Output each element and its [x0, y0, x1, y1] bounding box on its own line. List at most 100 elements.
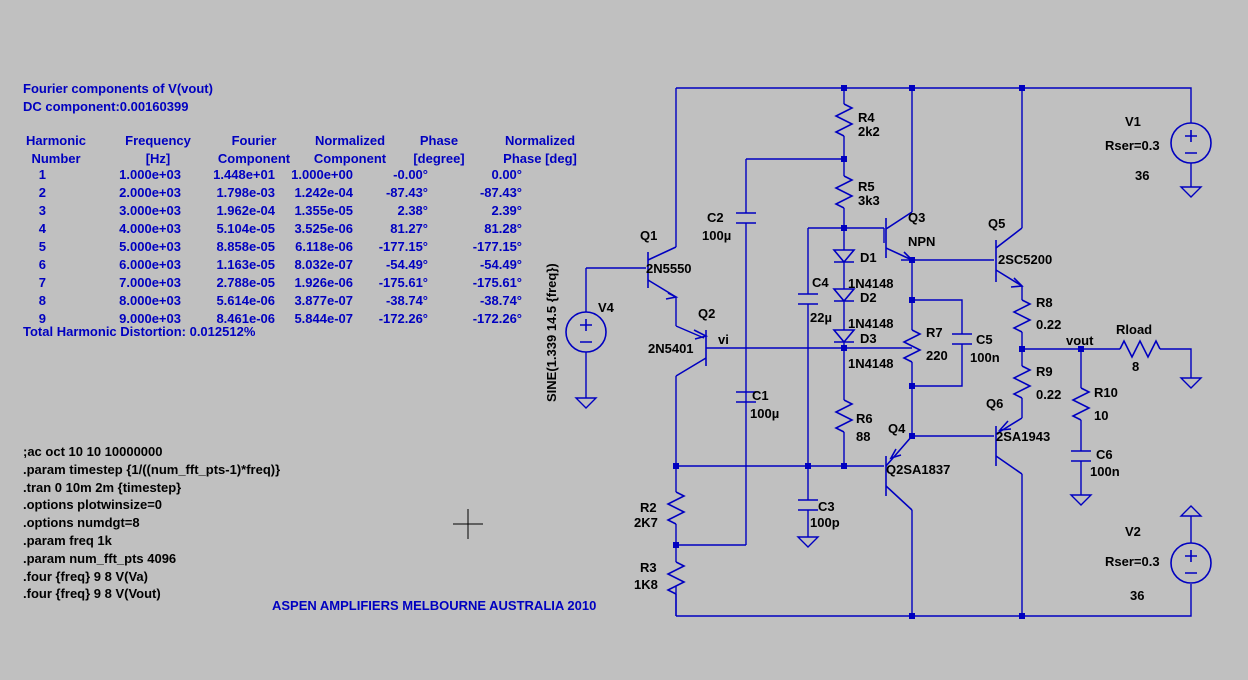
table-header: Normalized: [504, 133, 576, 148]
v2-rser: Rser=0.3: [1105, 554, 1160, 569]
r6-resistor[interactable]: [834, 399, 854, 466]
q6-type: 2SA1943: [996, 429, 1050, 444]
table-cell: 3.000e+03: [119, 203, 181, 218]
r9-resistor[interactable]: [1012, 365, 1032, 418]
c2-value: 100µ: [702, 228, 731, 243]
vout-node[interactable]: [1022, 339, 1203, 389]
r10-label: R10: [1094, 385, 1118, 400]
table-cell: 6: [38, 257, 46, 272]
c5-label: C5: [976, 332, 993, 347]
credit-text: ASPEN AMPLIFIERS MELBOURNE AUSTRALIA 201…: [272, 598, 597, 613]
table-cell: 7.000e+03: [119, 275, 181, 290]
r7-resistor[interactable]: [902, 299, 963, 436]
v1-value: 36: [1135, 168, 1149, 183]
r8-value: 0.22: [1036, 317, 1061, 332]
spice-directive-line[interactable]: .options plotwinsize=0: [23, 497, 163, 513]
c3-capacitor[interactable]: [796, 466, 820, 548]
q6-transistor[interactable]: [912, 417, 1023, 616]
r8-label: R8: [1036, 295, 1053, 310]
table-cell: 1.000e+00: [291, 167, 353, 182]
table-cell: -177.15°: [472, 239, 522, 254]
c1-capacitor[interactable]: [736, 391, 756, 403]
q4-type: Q2SA1837: [886, 462, 950, 477]
spice-directive-line[interactable]: .four {freq} 9 8 V(Vout): [23, 586, 161, 602]
r8-resistor[interactable]: [1012, 299, 1032, 366]
table-cell: 4: [38, 221, 46, 236]
c6-capacitor[interactable]: [1069, 450, 1093, 506]
c1-value: 100µ: [750, 406, 779, 421]
table-cell: 2: [38, 185, 46, 200]
table-cell: 1.926e-06: [294, 275, 353, 290]
spice-directive-line[interactable]: .four {freq} 9 8 V(Va): [23, 568, 148, 584]
q5-transistor[interactable]: [912, 88, 1024, 300]
r10-value: 10: [1094, 408, 1108, 423]
c3-value: 100p: [810, 515, 840, 530]
table-cell: 9.000e+03: [119, 311, 181, 326]
spice-directive-line[interactable]: .options numdgt=8: [23, 515, 140, 531]
v4-label: V4: [598, 300, 615, 315]
r4-resistor[interactable]: [834, 88, 854, 176]
q1-type: 2N5550: [646, 261, 692, 276]
fourier-dc-component: DC component:0.00160399: [23, 99, 189, 114]
r9-label: R9: [1036, 364, 1053, 379]
r4-value: 2k2: [858, 124, 880, 139]
d3-label: D3: [860, 331, 877, 346]
r4-label: R4: [858, 110, 875, 125]
r2-resistor[interactable]: [666, 466, 746, 562]
q3-transistor[interactable]: [883, 88, 914, 300]
v2-voltage-source[interactable]: [1170, 505, 1212, 584]
rload-value: 8: [1132, 359, 1139, 374]
r7-label: R7: [926, 325, 943, 340]
table-cell: -38.74°: [479, 293, 522, 308]
q3-label: Q3: [908, 210, 925, 225]
v4-sine-spec: SINE(1.339 14.5 {freq}): [544, 263, 559, 402]
spice-directive-line[interactable]: .param num_fft_pts 4096: [23, 550, 177, 566]
r5-resistor[interactable]: [834, 175, 854, 228]
table-header: Component: [217, 151, 291, 166]
d2-label: D2: [860, 290, 877, 305]
table-header: Number: [31, 151, 81, 166]
table-header: Fourier: [231, 133, 277, 148]
q1-label: Q1: [640, 228, 657, 243]
v1-rser: Rser=0.3: [1105, 138, 1160, 153]
table-cell: 2.38°: [397, 203, 428, 218]
table-cell: -38.74°: [385, 293, 428, 308]
r3-value: 1K8: [634, 577, 658, 592]
table-cell: 9: [38, 311, 46, 326]
r9-value: 0.22: [1036, 387, 1061, 402]
table-header: Phase [deg]: [503, 151, 577, 166]
vout-net-label: vout: [1066, 333, 1094, 348]
table-cell: 3.525e-06: [294, 221, 353, 236]
table-cell: -172.26°: [472, 311, 522, 326]
q5-label: Q5: [988, 216, 1005, 231]
table-cell: 2.39°: [491, 203, 522, 218]
spice-directive-line[interactable]: .param timestep {1/((num_fft_pts-1)*freq…: [23, 461, 281, 477]
table-cell: 5.844e-07: [294, 311, 353, 326]
table-cell: 81.28°: [484, 221, 522, 236]
spice-directive-line[interactable]: ;ac oct 10 10 10000000: [23, 444, 163, 459]
c2-capacitor[interactable]: [736, 159, 756, 545]
v1-voltage-source[interactable]: [1170, 122, 1212, 198]
table-cell: 1.000e+03: [119, 167, 181, 182]
table-cell: 8.000e+03: [119, 293, 181, 308]
q1-transistor[interactable]: [586, 246, 679, 326]
table-cell: 1.962e-04: [216, 203, 275, 218]
spice-directive-line[interactable]: .tran 0 10m 2m {timestep}: [23, 479, 182, 495]
q2-transistor[interactable]: [675, 325, 912, 466]
table-cell: 5.000e+03: [119, 239, 181, 254]
table-cell: 7: [38, 275, 46, 290]
diode-stack[interactable]: [832, 228, 856, 400]
spice-directive-line[interactable]: .param freq 1k: [23, 533, 112, 548]
r7-value: 220: [926, 348, 948, 363]
q2-label: Q2: [698, 306, 715, 321]
table-cell: -0.00°: [393, 167, 428, 182]
c5-capacitor[interactable]: [952, 333, 972, 345]
r3-resistor[interactable]: [666, 561, 686, 616]
r6-label: R6: [856, 411, 873, 426]
v4-voltage-source[interactable]: [565, 268, 607, 409]
c4-capacitor[interactable]: [798, 228, 818, 466]
q4-transistor[interactable]: [676, 435, 913, 616]
table-cell: 8.461e-06: [216, 311, 275, 326]
r10-resistor[interactable]: [1071, 349, 1091, 451]
